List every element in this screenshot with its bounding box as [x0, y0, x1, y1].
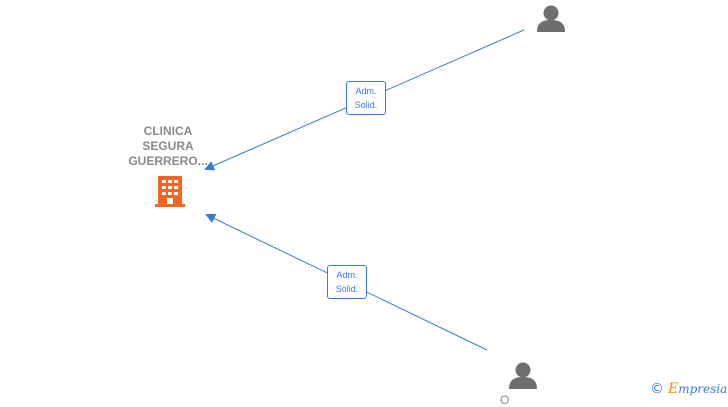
building-icon[interactable] [155, 176, 185, 207]
brand-logo: Empresia [668, 382, 727, 396]
person-icon[interactable] [509, 362, 537, 390]
empresia-watermark: © Empresia [650, 380, 727, 398]
edge-label-2: Adm. Solid. [327, 265, 367, 299]
company-name-line-3: GUERRERO... [128, 154, 208, 168]
edge-label-1-type: Solid. [354, 100, 378, 110]
person-icon[interactable] [537, 5, 565, 33]
edge-label-1-role: Adm. [355, 86, 377, 96]
edge-label-1: Adm. Solid. [346, 81, 386, 115]
company-name-line-1: CLINICA [143, 124, 193, 138]
brand-logo-rest: mpresia [678, 382, 728, 396]
edge-label-2-role: Adm. [336, 270, 358, 280]
brand-logo-initial: E [668, 381, 679, 397]
edge-label-2-type: Solid. [335, 284, 359, 294]
person-name-bottom[interactable]: O [500, 393, 510, 407]
company-name[interactable]: CLINICA SEGURA GUERRERO... [118, 124, 218, 169]
company-name-line-2: SEGURA [142, 139, 194, 153]
copyright-icon: © [650, 381, 664, 397]
